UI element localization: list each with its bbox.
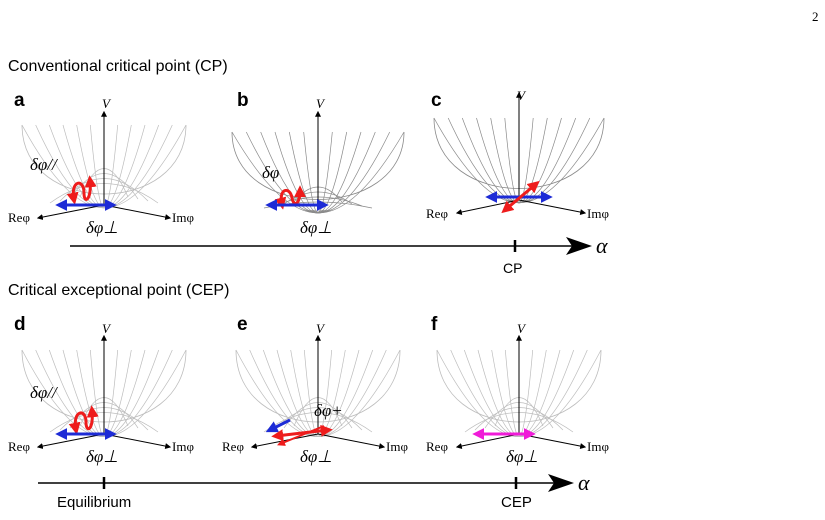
- panel-letter-e: e: [237, 314, 248, 335]
- mode-label-perp: δφ⊥: [86, 447, 118, 466]
- equilibrium-tick-label: Equilibrium: [57, 494, 131, 511]
- mesh-line: [76, 124, 109, 209]
- mesh-line: [97, 349, 146, 437]
- panel-letter-f: f: [431, 314, 438, 335]
- panel-letter-c: c: [431, 90, 442, 111]
- v-axis-label: V: [517, 88, 527, 103]
- mesh-line: [512, 117, 562, 203]
- im-phi-label: Imφ: [386, 439, 408, 454]
- re-phi-label: Reφ: [8, 439, 30, 454]
- mode-label-perp: δφ⊥: [506, 447, 538, 466]
- panel-f-axes: [455, 334, 587, 450]
- mode-label-parallel: δφ//: [30, 155, 59, 174]
- mesh-line: [510, 117, 577, 204]
- longitudinal-mode-arrow: [501, 180, 540, 214]
- v-axis-label: V: [316, 96, 326, 111]
- mesh-line: [313, 131, 348, 214]
- panel-a-axes: [36, 110, 172, 221]
- im-phi-label: Imφ: [172, 210, 194, 225]
- mode-label-amplitude: δφ: [262, 163, 279, 182]
- alpha-label: α: [578, 470, 590, 495]
- mesh-line: [309, 131, 376, 214]
- re-phi-label: Reφ: [426, 206, 448, 221]
- mesh-line: [290, 349, 323, 437]
- longitudinal-mode-arrow: [68, 405, 99, 435]
- longitudinal-mode-arrow: [277, 425, 325, 446]
- longitudinal-mode-arrow: [271, 424, 333, 442]
- mesh-line: [514, 349, 547, 437]
- mesh-line: [313, 349, 346, 437]
- mode-label-perp: δφ⊥: [86, 218, 118, 237]
- mesh-line: [490, 117, 524, 203]
- im-phi-label: Imφ: [587, 439, 609, 454]
- alpha-axis-cep: [38, 474, 574, 492]
- mesh-line: [311, 131, 362, 214]
- page-number: 2: [812, 9, 819, 24]
- mesh-line: [461, 117, 528, 204]
- v-axis-label: V: [517, 321, 527, 336]
- mesh-line: [97, 124, 146, 209]
- v-axis-label: V: [102, 321, 112, 336]
- mesh-line: [512, 349, 561, 437]
- v-axis-label: V: [316, 321, 326, 336]
- im-phi-label: Imφ: [172, 439, 194, 454]
- transverse-mode-arrow: [265, 418, 291, 433]
- v-axis-label: V: [102, 96, 112, 111]
- im-phi-label: Imφ: [587, 206, 609, 221]
- cep-tick-label: CEP: [501, 494, 532, 511]
- re-phi-label: Reφ: [426, 439, 448, 454]
- mesh-line: [99, 349, 132, 437]
- longitudinal-mode-arrow: [66, 175, 97, 205]
- mesh-line: [304, 131, 405, 214]
- mesh-line: [99, 124, 132, 209]
- mesh-line: [311, 349, 360, 437]
- row-title-cep: Critical exceptional point (CEP): [8, 282, 229, 299]
- mode-label-perp: δφ⊥: [300, 218, 332, 237]
- row-title-cp: Conventional critical point (CP): [8, 58, 228, 75]
- panel-d-axes: [36, 334, 172, 450]
- panel-letter-a: a: [14, 90, 25, 111]
- mode-label-plus: δφ+: [314, 401, 343, 420]
- re-phi-label: Reφ: [222, 439, 244, 454]
- panel-letter-b: b: [237, 90, 249, 111]
- mode-label-perp: δφ⊥: [300, 447, 332, 466]
- mode-label-parallel: δφ//: [30, 383, 59, 402]
- mesh-line: [477, 349, 526, 437]
- mesh-line: [476, 117, 526, 203]
- panel-letter-d: d: [14, 314, 26, 335]
- alpha-axis-cp: [70, 237, 592, 255]
- mesh-line: [491, 349, 524, 437]
- alpha-label: α: [596, 233, 608, 258]
- re-phi-label: Reφ: [8, 210, 30, 225]
- mesh-line: [62, 124, 111, 209]
- cp-tick-label: CP: [503, 260, 522, 276]
